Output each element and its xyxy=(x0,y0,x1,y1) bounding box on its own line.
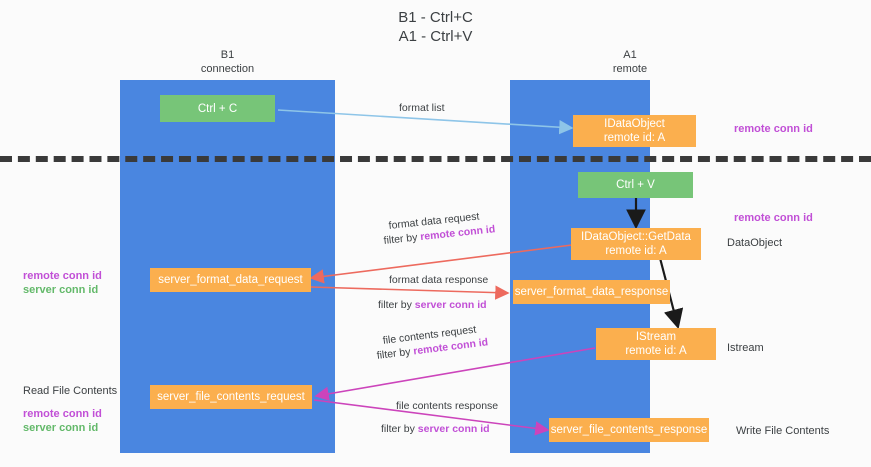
node-server-file-contents-request[interactable]: server_file_contents_request xyxy=(150,385,312,409)
node-istream-label: IStream xyxy=(635,331,677,343)
side-label-dataobject: DataObject xyxy=(727,237,783,249)
edge-label-format-list: format list xyxy=(399,102,445,114)
title-line-1: B1 - Ctrl+C xyxy=(398,9,473,26)
lane-header-a1-subtitle: remote xyxy=(612,63,648,75)
side-label-left-server-conn-id: server conn id xyxy=(23,284,99,296)
edge-label-format-data-response: format data response xyxy=(389,274,489,286)
lane-header-b1-subtitle: connection xyxy=(200,63,255,75)
node-server-file-contents-response-label: server_file_contents_response xyxy=(550,424,708,436)
node-istream[interactable]: IStream remote id: A xyxy=(596,328,716,360)
node-getdata[interactable]: IDataObject::GetData remote id: A xyxy=(571,228,701,260)
edge-label-file-contents-response-filter: filter by server conn id xyxy=(381,422,490,436)
side-label-left-remote-conn-id: remote conn id xyxy=(23,270,102,282)
section-divider xyxy=(0,156,871,162)
edge-filter-key-server-conn-id-1: server conn id xyxy=(414,299,487,311)
node-server-file-contents-request-label: server_file_contents_request xyxy=(157,391,305,403)
edge-filter-prefix-3: filter by xyxy=(376,345,415,362)
node-getdata-label: IDataObject::GetData xyxy=(581,231,691,243)
edge-label-format-data-response-filter: filter by server conn id xyxy=(378,298,487,312)
node-idataobject[interactable]: IDataObject remote id: A xyxy=(573,115,696,147)
side-label-remote-conn-id-mid: remote conn id xyxy=(734,212,813,224)
node-server-format-data-response[interactable]: server_format_data_response xyxy=(513,280,670,304)
node-getdata-sub: remote id: A xyxy=(605,245,667,257)
node-server-format-data-response-label: server_format_data_response xyxy=(514,286,669,298)
lane-header-b1: B1 connection xyxy=(120,48,335,76)
edge-filter-prefix-4: filter by xyxy=(381,423,418,435)
node-istream-sub: remote id: A xyxy=(625,345,687,357)
side-label-remote-conn-id-top: remote conn id xyxy=(734,123,813,135)
page-title: B1 - Ctrl+C A1 - Ctrl+V xyxy=(0,8,871,46)
side-label-istream: Istream xyxy=(727,342,764,354)
edge-filter-prefix-1: filter by xyxy=(383,231,421,247)
lane-header-a1: A1 remote xyxy=(510,48,750,76)
title-line-2: A1 - Ctrl+V xyxy=(398,28,473,45)
node-idataobject-label: IDataObject xyxy=(604,118,665,130)
side-label-left-server-conn-id-2: server conn id xyxy=(23,422,99,434)
node-ctrl-c-label: Ctrl + C xyxy=(197,102,238,115)
node-server-format-data-request[interactable]: server_format_data_request xyxy=(150,268,311,292)
edge-label-file-contents-response: file contents response xyxy=(396,400,499,412)
side-label-read-file-contents: Read File Contents xyxy=(23,385,118,397)
lane-header-b1-name: B1 xyxy=(220,49,235,61)
node-ctrl-c[interactable]: Ctrl + C xyxy=(160,95,275,122)
node-ctrl-v[interactable]: Ctrl + V xyxy=(578,172,693,198)
node-ctrl-v-label: Ctrl + V xyxy=(616,179,655,191)
edge-filter-key-server-conn-id-2: server conn id xyxy=(417,423,490,435)
edge-filter-prefix-2: filter by xyxy=(378,299,415,311)
side-label-write-file-contents: Write File Contents xyxy=(736,425,830,437)
node-idataobject-sub: remote id: A xyxy=(603,132,666,144)
node-server-format-data-request-label: server_format_data_request xyxy=(158,274,303,286)
side-label-left-remote-conn-id-2: remote conn id xyxy=(23,408,102,420)
lane-header-a1-name: A1 xyxy=(623,49,637,61)
node-server-file-contents-response[interactable]: server_file_contents_response xyxy=(549,418,709,442)
